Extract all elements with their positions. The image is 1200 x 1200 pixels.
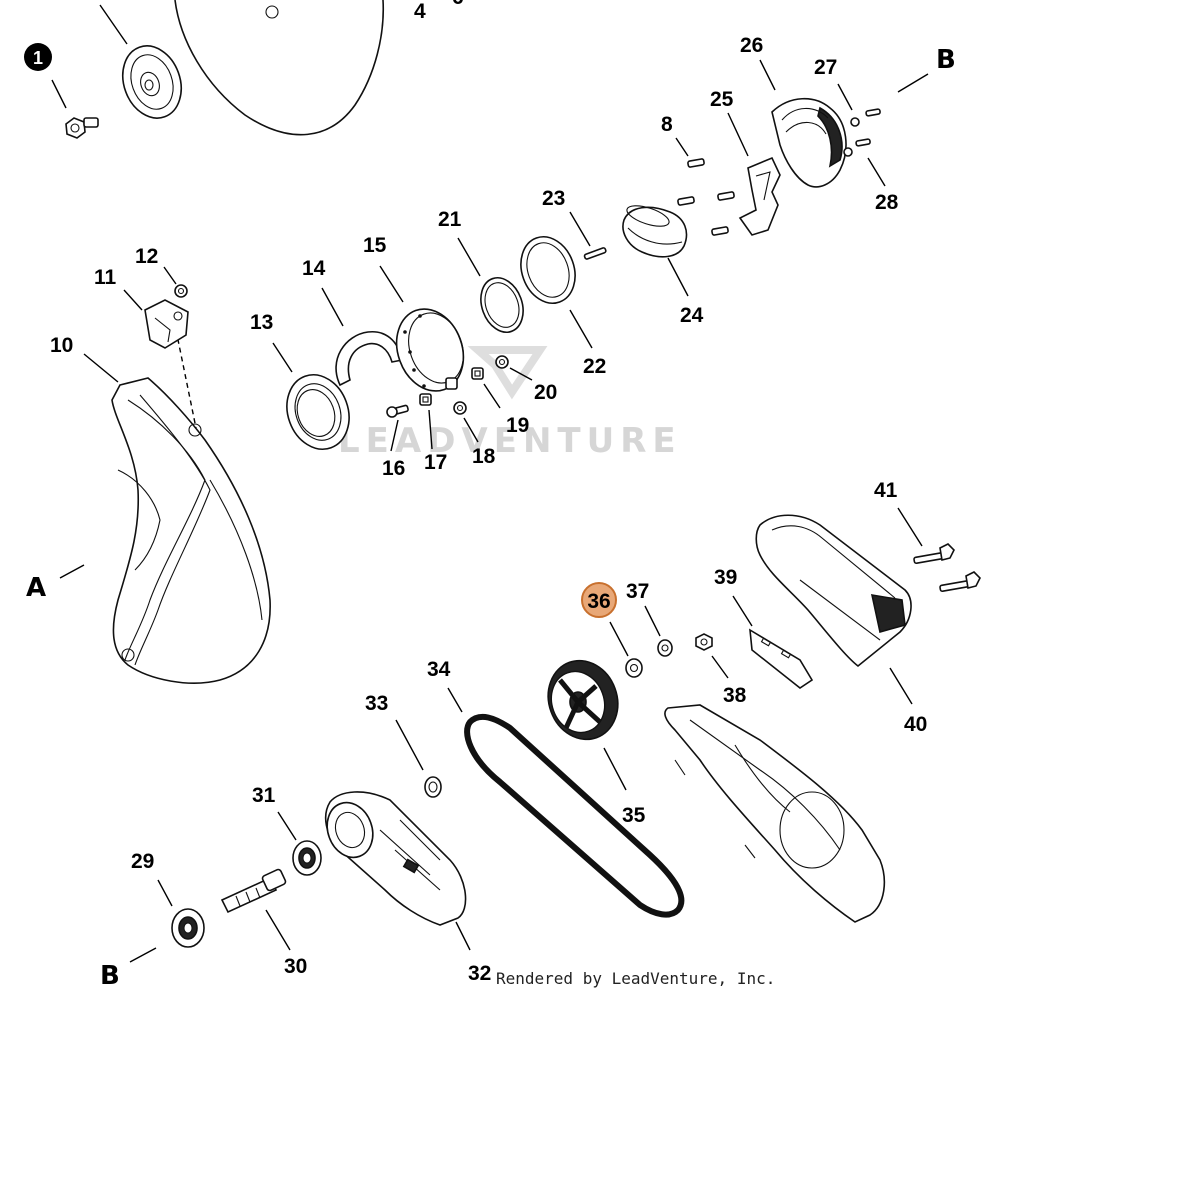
washers-27-28 bbox=[843, 108, 881, 157]
part-number-40: 40 bbox=[904, 713, 927, 736]
render-credit: Rendered by LeadVenture, Inc. bbox=[496, 969, 775, 988]
washer-36 bbox=[625, 658, 643, 678]
washer-33 bbox=[424, 776, 442, 798]
part-number-33: 33 bbox=[365, 692, 388, 715]
shaft-30 bbox=[220, 868, 287, 914]
part-number-18: 18 bbox=[472, 445, 496, 468]
bolts-41 bbox=[913, 543, 981, 593]
band-15 bbox=[395, 308, 465, 392]
part-number-26: 26 bbox=[740, 34, 763, 57]
arbor-bolt bbox=[65, 117, 99, 139]
o-ring-21 bbox=[480, 277, 524, 333]
part-number-20: 20 bbox=[534, 381, 557, 404]
part-number-16: 16 bbox=[382, 457, 405, 480]
part-number-14: 14 bbox=[302, 257, 326, 280]
nut-20 bbox=[495, 355, 509, 369]
part-number-34: 34 bbox=[427, 658, 451, 681]
part-number-37: 37 bbox=[626, 580, 649, 603]
part-number-11: 11 bbox=[94, 266, 117, 289]
part-number-6: 6 bbox=[452, 0, 464, 9]
part-number-12: 12 bbox=[135, 245, 158, 268]
plate-39 bbox=[749, 628, 814, 689]
part-number-27: 27 bbox=[814, 56, 837, 79]
section-letter-b-bottom: B bbox=[100, 961, 120, 991]
seal-13 bbox=[286, 374, 350, 450]
part-number-24: 24 bbox=[680, 304, 704, 327]
saw-blade bbox=[174, 0, 385, 136]
screw-16 bbox=[386, 404, 409, 418]
washer-37 bbox=[657, 639, 673, 657]
part-number-28: 28 bbox=[875, 191, 899, 214]
section-letter-a: A bbox=[26, 573, 46, 603]
highlighted-part-number: 36 bbox=[587, 590, 610, 613]
highlighted-callout[interactable]: 36 bbox=[581, 582, 617, 618]
bearing-31 bbox=[292, 840, 322, 876]
reference-badge: 1 bbox=[24, 43, 52, 71]
pulley-35 bbox=[547, 659, 619, 741]
part-number-22: 22 bbox=[583, 355, 606, 378]
part-number-4: 4 bbox=[414, 0, 426, 23]
ring-segment-14 bbox=[335, 331, 403, 387]
bracket bbox=[144, 299, 189, 349]
part-number-21: 21 bbox=[438, 208, 462, 231]
part-number-25: 25 bbox=[710, 88, 734, 111]
belt-cover-40 bbox=[755, 514, 912, 668]
cover-26 bbox=[771, 97, 847, 188]
nut-38 bbox=[695, 633, 713, 651]
clip-17 bbox=[419, 393, 432, 406]
part-number-19: 19 bbox=[506, 414, 529, 437]
drive-belt-34 bbox=[464, 713, 685, 918]
clip-mid bbox=[445, 377, 458, 390]
part-number-17: 17 bbox=[424, 451, 447, 474]
blade-guard-arm bbox=[111, 377, 271, 684]
badge-number: 1 bbox=[33, 48, 43, 68]
clip-19 bbox=[471, 367, 484, 380]
part-number-30: 30 bbox=[284, 955, 307, 978]
part-number-29: 29 bbox=[131, 850, 154, 873]
part-number-8: 8 bbox=[661, 113, 673, 136]
bushing-24 bbox=[622, 205, 688, 258]
ring-22 bbox=[520, 236, 576, 304]
belt-arm-housing bbox=[664, 704, 886, 923]
part-number-31: 31 bbox=[252, 784, 276, 807]
bearing-29 bbox=[171, 908, 205, 948]
part-number-32: 32 bbox=[468, 962, 491, 985]
part-number-38: 38 bbox=[723, 684, 747, 707]
part-number-10: 10 bbox=[50, 334, 73, 357]
bracket-25 bbox=[738, 156, 781, 236]
screw-12 bbox=[174, 284, 188, 298]
part-number-23: 23 bbox=[542, 187, 565, 210]
watermark: LEADVENTURE bbox=[338, 346, 682, 461]
nut-18 bbox=[453, 401, 467, 415]
screws-8 bbox=[677, 158, 735, 236]
flange-washer bbox=[122, 45, 182, 119]
part-number-15: 15 bbox=[363, 234, 387, 257]
part-number-13: 13 bbox=[250, 311, 273, 334]
part-number-39: 39 bbox=[714, 566, 737, 589]
watermark-text: LEADVENTURE bbox=[338, 421, 682, 461]
pin-23 bbox=[583, 247, 607, 260]
section-letter-b-top: B bbox=[936, 45, 956, 75]
part-number-35: 35 bbox=[622, 804, 646, 827]
gear-housing-32 bbox=[324, 791, 467, 926]
part-number-41: 41 bbox=[874, 479, 898, 502]
